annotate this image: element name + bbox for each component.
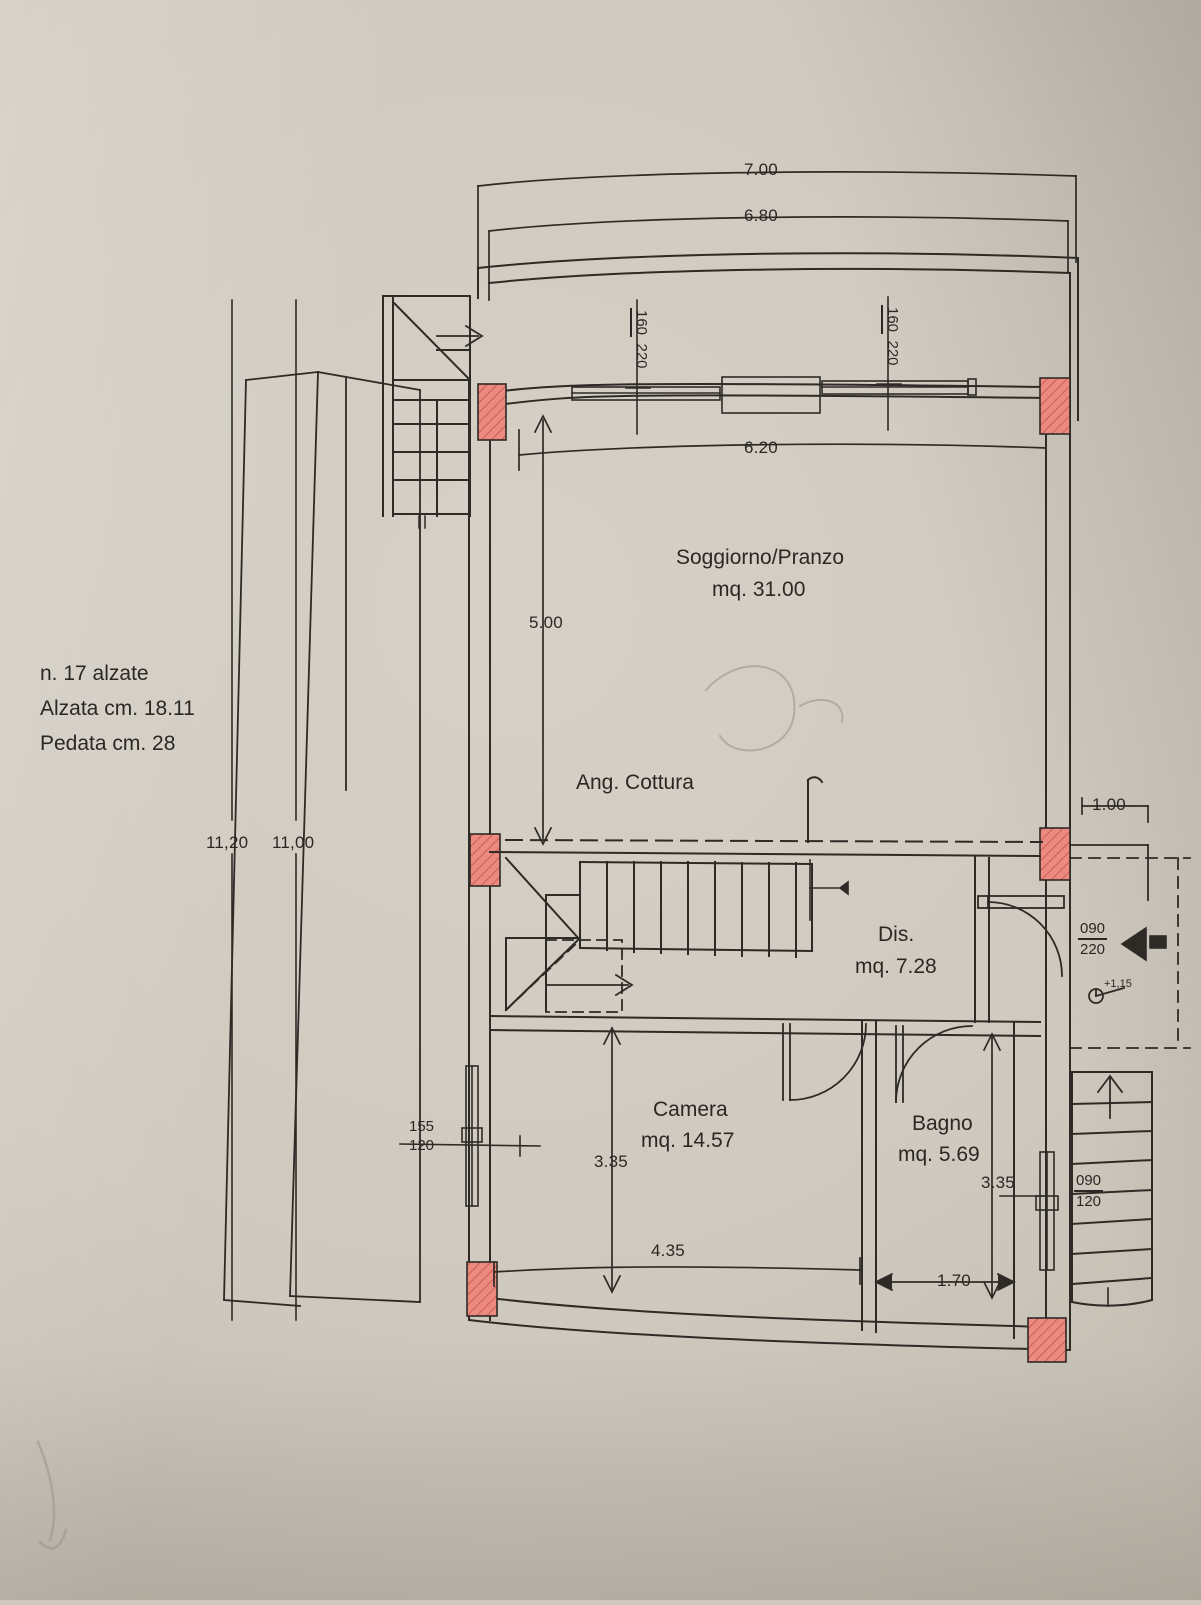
stair-top-left-arrow bbox=[436, 324, 484, 348]
opening-label-win-living-left: 160 220 bbox=[630, 308, 651, 371]
stair-note-line-1: n. 17 alzate bbox=[40, 662, 149, 685]
window-stair-right bbox=[1035, 1151, 1059, 1271]
dimension-label-1-70: 1.70 bbox=[937, 1271, 971, 1290]
wall-pillar-mid-left bbox=[469, 833, 501, 887]
room-label-angcottura-name: Ang. Cottura bbox=[576, 771, 694, 794]
dimension-label-5-00: 5.00 bbox=[529, 613, 563, 632]
dimension-line-7-00 bbox=[477, 171, 1077, 293]
room-label-bagno-area: mq. 5.69 bbox=[898, 1143, 980, 1166]
dimension-label-7-00: 7.00 bbox=[744, 160, 778, 179]
living-room-top-wall bbox=[483, 382, 1050, 406]
wall-pillar-mid-right bbox=[1039, 827, 1071, 881]
room-label-bagno-name: Bagno bbox=[912, 1112, 973, 1135]
window-camera-left-leader bbox=[399, 1135, 541, 1157]
opening-width-win-living-left: 160 bbox=[630, 308, 650, 338]
door-entrance-swing bbox=[977, 895, 1065, 977]
window-dim-tick-left bbox=[625, 299, 651, 435]
right-landing-outline bbox=[1069, 844, 1149, 901]
dimension-line-1-70 bbox=[874, 1272, 1016, 1292]
room-label-camera-area: mq. 14.57 bbox=[641, 1129, 735, 1152]
window-living-center bbox=[721, 376, 821, 414]
partition-camera-bagno bbox=[861, 1021, 877, 1333]
stair-note-line-2: Alzata cm. 18.11 bbox=[40, 697, 195, 720]
wall-pillar-top-left bbox=[477, 383, 507, 441]
exterior-staircase-up-arrow bbox=[1096, 1074, 1124, 1119]
opening-label-win-stair: 090 120 bbox=[1074, 1172, 1104, 1210]
opening-label-win-camera-left: 155 120 bbox=[407, 1118, 436, 1154]
dimension-label-11-00: 11,00 bbox=[272, 833, 315, 852]
dimension-line-4-35 bbox=[493, 1257, 861, 1287]
door-bagno bbox=[895, 1025, 973, 1103]
entrance-arrow-marker bbox=[1120, 926, 1167, 962]
corridor-walls bbox=[488, 850, 1042, 1038]
stair-top-left-marker bbox=[418, 515, 426, 529]
door-camera bbox=[782, 1023, 867, 1101]
kitchen-counter bbox=[806, 776, 824, 843]
room-label-camera-name: Camera bbox=[653, 1098, 728, 1121]
window-dim-tick-right bbox=[876, 296, 902, 431]
opening-width-win-living-right: 160 bbox=[881, 305, 901, 335]
partition-corridor-bagno-top bbox=[974, 855, 990, 1023]
terrace-outline bbox=[223, 370, 422, 1307]
wall-pillar-bottom-right bbox=[1027, 1317, 1067, 1363]
opening-height-door-entrance: 220 bbox=[1080, 941, 1106, 958]
wall-pillar-top-right bbox=[1039, 377, 1071, 435]
dimension-line-1-00 bbox=[1081, 797, 1149, 823]
dimension-line-6-80 bbox=[488, 216, 1069, 301]
stair-note-line-3: Pedata cm. 28 bbox=[40, 732, 176, 755]
pencil-annotation bbox=[704, 665, 844, 752]
opening-height-win-living-right: 220 bbox=[884, 340, 901, 366]
dimension-label-4-35: 4.35 bbox=[651, 1241, 685, 1260]
right-landing-dashed bbox=[1069, 857, 1191, 1049]
opening-height-win-stair: 120 bbox=[1076, 1193, 1102, 1210]
exterior-staircase bbox=[1070, 1071, 1154, 1307]
level-marker-symbol bbox=[1088, 986, 1126, 1004]
staircase-direction-arrow bbox=[545, 973, 634, 997]
exterior-staircase-top-left bbox=[382, 295, 472, 517]
dimension-label-3-35-bagno: 3.35 bbox=[981, 1173, 1015, 1192]
opening-label-door-entrance: 090 220 bbox=[1078, 920, 1108, 958]
opening-width-win-camera-left: 155 bbox=[409, 1118, 435, 1135]
dimension-line-6-20 bbox=[518, 423, 1047, 471]
opening-height-win-living-left: 220 bbox=[633, 343, 650, 369]
room-label-soggiorno-area: mq. 31.00 bbox=[712, 578, 806, 601]
partition-dashed-living bbox=[504, 838, 1044, 844]
staircase-dashed-projection bbox=[504, 938, 623, 1013]
window-living-left bbox=[571, 386, 721, 401]
corridor-arrow-marker bbox=[809, 859, 849, 921]
level-marker-label: +1,15 bbox=[1104, 978, 1132, 990]
dimension-line-3-35-camera bbox=[602, 1026, 622, 1294]
dimension-line-5-00 bbox=[533, 414, 553, 846]
opening-height-win-camera-left: 120 bbox=[409, 1137, 435, 1154]
opening-label-win-living-right: 160 220 bbox=[881, 305, 902, 368]
opening-width-door-entrance: 090 bbox=[1078, 920, 1108, 940]
dimension-label-6-80: 6.80 bbox=[744, 206, 778, 225]
pencil-mark-bottom-left bbox=[36, 1440, 68, 1550]
window-living-right bbox=[821, 378, 977, 396]
dimension-label-6-20: 6.20 bbox=[744, 438, 778, 457]
dimension-label-11-20: 11,20 bbox=[206, 833, 249, 852]
wall-pillar-bottom-left bbox=[466, 1261, 498, 1317]
opening-width-win-stair: 090 bbox=[1074, 1172, 1104, 1192]
interior-staircase bbox=[504, 856, 814, 1012]
window-camera-left bbox=[461, 1065, 483, 1207]
dimension-line-3-35-bagno bbox=[982, 1032, 1002, 1300]
room-label-dis-name: Dis. bbox=[878, 923, 915, 946]
apartment-bottom-wall bbox=[467, 1296, 1072, 1352]
dimension-label-3-35-camera: 3.35 bbox=[594, 1152, 628, 1171]
room-label-dis-area: mq. 7.28 bbox=[855, 955, 937, 978]
building-outline-top bbox=[476, 252, 1080, 421]
dimension-label-1-00: 1.00 bbox=[1092, 795, 1126, 814]
room-label-soggiorno-name: Soggiorno/Pranzo bbox=[676, 546, 845, 569]
